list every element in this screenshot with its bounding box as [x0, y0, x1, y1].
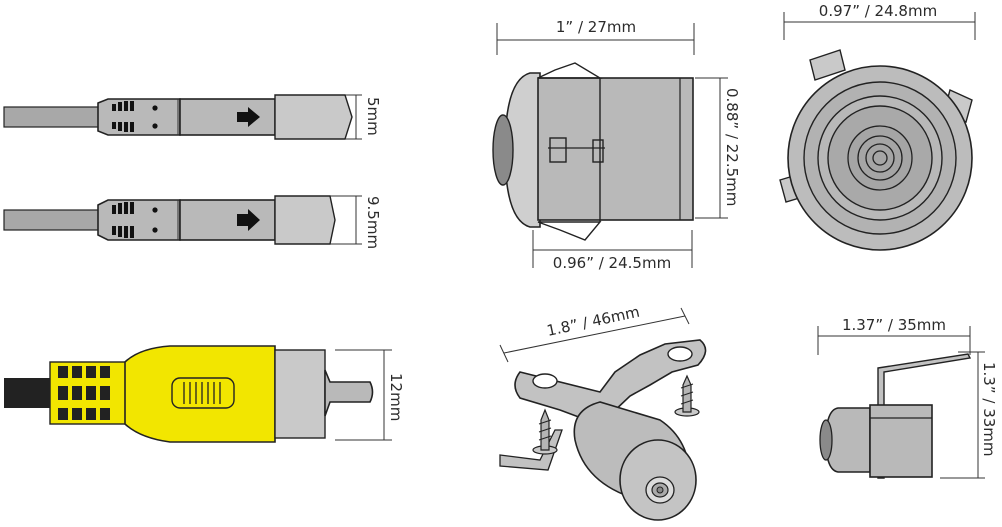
label-flush-height: 0.88” / 22.5mm	[723, 88, 741, 206]
flush-camera-front: 0.97” / 24.8mm	[779, 2, 976, 251]
connector-9-5mm: 9.5mm	[3, 195, 382, 249]
screw-icon	[532, 408, 558, 455]
flush-camera-side: 1” / 27mm 0.88” / 22.5mm 0.96” / 24.5mm	[492, 18, 741, 272]
side-bracket-camera: 1.37” / 35mm 1.3” / 33mm	[817, 316, 998, 479]
label-5mm: 5mm	[364, 97, 382, 136]
label-12mm: 12mm	[387, 373, 405, 421]
label-flush-front: 0.97” / 24.8mm	[819, 2, 937, 20]
screw-icon	[674, 374, 700, 417]
label-side-width: 1.37” / 35mm	[842, 316, 946, 334]
arrow-icon	[237, 209, 260, 231]
label-side-height: 1.3” / 33mm	[980, 362, 998, 457]
rca-connector: 12mm	[4, 345, 405, 443]
label-9-5mm: 9.5mm	[364, 196, 382, 249]
arrow-icon	[237, 107, 260, 127]
label-flush-body: 0.96” / 24.5mm	[553, 254, 671, 272]
connector-5mm: 5mm	[3, 94, 382, 140]
bracket-camera: 1.8” / 46mm	[499, 303, 707, 521]
label-flush-width: 1” / 27mm	[556, 18, 636, 36]
